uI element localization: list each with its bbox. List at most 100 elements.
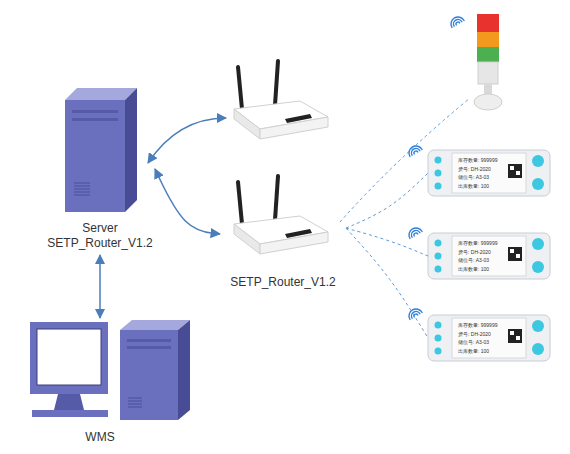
qr-dot bbox=[516, 336, 520, 340]
tag-casing bbox=[428, 150, 550, 196]
tag-button bbox=[435, 183, 442, 190]
node-label: 货号: DH-2020 bbox=[458, 248, 508, 257]
shelf-tag-node: 库存数量: 999999货号: DH-2020储位号: A3-03出库数量: 1… bbox=[428, 233, 550, 279]
tower-front bbox=[65, 100, 125, 212]
tower-top bbox=[65, 88, 137, 100]
node-label: 库存数量: 999999 bbox=[458, 321, 508, 330]
tower-side bbox=[178, 320, 190, 420]
node-label: 储位号: A3-03 bbox=[458, 173, 508, 182]
tag-button bbox=[435, 266, 442, 273]
wifi-arc bbox=[413, 150, 417, 154]
node-label: SETP_Router_V1.2 bbox=[220, 275, 346, 290]
tag-button bbox=[435, 240, 442, 247]
antenna bbox=[275, 61, 278, 105]
tag-screen bbox=[452, 153, 526, 193]
wireless-link bbox=[346, 228, 428, 256]
wifi-arc bbox=[455, 21, 459, 25]
wireless-link bbox=[346, 228, 428, 338]
light-body bbox=[478, 62, 498, 84]
router bbox=[234, 176, 328, 254]
shelf-tag-node: 库存数量: 999999货号: DH-2020储位号: A3-03出库数量: 1… bbox=[428, 315, 550, 361]
wifi-arc bbox=[448, 14, 464, 27]
router-slot bbox=[285, 114, 312, 123]
wifi-icon bbox=[406, 306, 422, 319]
vent-line bbox=[74, 189, 90, 190]
node-text-group: WMS bbox=[10, 430, 190, 445]
router-slot bbox=[285, 229, 312, 238]
wireless-link bbox=[346, 173, 428, 228]
qr-dot bbox=[516, 171, 520, 175]
tower-side bbox=[125, 88, 137, 212]
tag-casing bbox=[428, 233, 550, 279]
tag-button bbox=[435, 253, 442, 260]
node-label: 货号: DH-2020 bbox=[458, 165, 508, 174]
shelf-tag bbox=[428, 150, 550, 196]
qr-dot bbox=[510, 249, 514, 253]
qr-code bbox=[508, 247, 522, 261]
qr-dot bbox=[510, 331, 514, 335]
router-node: SETP_Router_V1.2 bbox=[220, 175, 346, 293]
antenna bbox=[275, 176, 278, 220]
tag-button bbox=[435, 322, 442, 329]
tower-light bbox=[474, 14, 502, 110]
vent-line bbox=[128, 404, 142, 405]
tag-screen bbox=[452, 318, 526, 358]
monitor-screen bbox=[37, 329, 101, 385]
wifi-icon bbox=[406, 225, 422, 238]
tag-button bbox=[435, 335, 442, 342]
node-label: 库存数量: 999999 bbox=[458, 239, 508, 248]
shelf-tag bbox=[428, 315, 550, 361]
vent-line bbox=[128, 407, 142, 408]
drive-bay bbox=[72, 118, 118, 121]
qr-dot bbox=[510, 166, 514, 170]
tag-led bbox=[532, 343, 544, 355]
tower-top bbox=[120, 320, 190, 330]
tag-led bbox=[532, 155, 544, 167]
tag-casing bbox=[428, 315, 550, 361]
shelf-tag bbox=[428, 233, 550, 279]
wms-node: WMS bbox=[10, 318, 190, 448]
tag-led bbox=[532, 238, 544, 250]
qr-code bbox=[508, 329, 522, 343]
wifi-icon bbox=[448, 14, 464, 27]
tag-screen bbox=[452, 236, 526, 276]
wifi-arc bbox=[413, 232, 417, 236]
link-arrow bbox=[99, 255, 101, 318]
tag-button bbox=[435, 170, 442, 177]
node-label: 出库数量: 100 bbox=[458, 347, 508, 356]
node-label: 出库数量: 100 bbox=[458, 182, 508, 191]
vent-line bbox=[128, 401, 142, 402]
wifi-arc bbox=[406, 225, 422, 238]
light-red bbox=[477, 14, 499, 32]
link-arrow bbox=[148, 118, 226, 163]
light-green bbox=[477, 47, 499, 62]
router-side bbox=[234, 224, 260, 254]
tag-led bbox=[532, 320, 544, 332]
node-label: 货号: DH-2020 bbox=[458, 330, 508, 339]
vent-line bbox=[74, 183, 90, 184]
vent-line bbox=[74, 186, 90, 187]
vent-line bbox=[128, 398, 142, 399]
tag-led bbox=[532, 178, 544, 190]
drive-bay bbox=[127, 339, 171, 342]
vent-line bbox=[74, 192, 90, 193]
wifi-arc bbox=[413, 313, 417, 317]
router bbox=[234, 61, 328, 139]
server-tower bbox=[65, 88, 137, 212]
wifi-arc bbox=[406, 143, 422, 156]
drive-bay bbox=[127, 346, 171, 349]
wifi-icon bbox=[406, 143, 422, 156]
router-side bbox=[234, 109, 260, 139]
node-label: WMS bbox=[10, 430, 190, 445]
vent-line bbox=[74, 195, 90, 196]
node-text-group: Server SETP_Router_V1.2 bbox=[45, 221, 155, 251]
qr-code bbox=[508, 164, 522, 178]
qr-dot bbox=[516, 254, 520, 258]
node-text-group: 库存数量: 999999货号: DH-2020储位号: A3-03出库数量: 1… bbox=[458, 156, 508, 190]
node-text-group: SETP_Router_V1.2 bbox=[220, 275, 346, 290]
wifi-arc bbox=[406, 306, 422, 319]
wms-computer bbox=[30, 320, 190, 420]
node-text-group: 库存数量: 999999货号: DH-2020储位号: A3-03出库数量: 1… bbox=[458, 321, 508, 355]
